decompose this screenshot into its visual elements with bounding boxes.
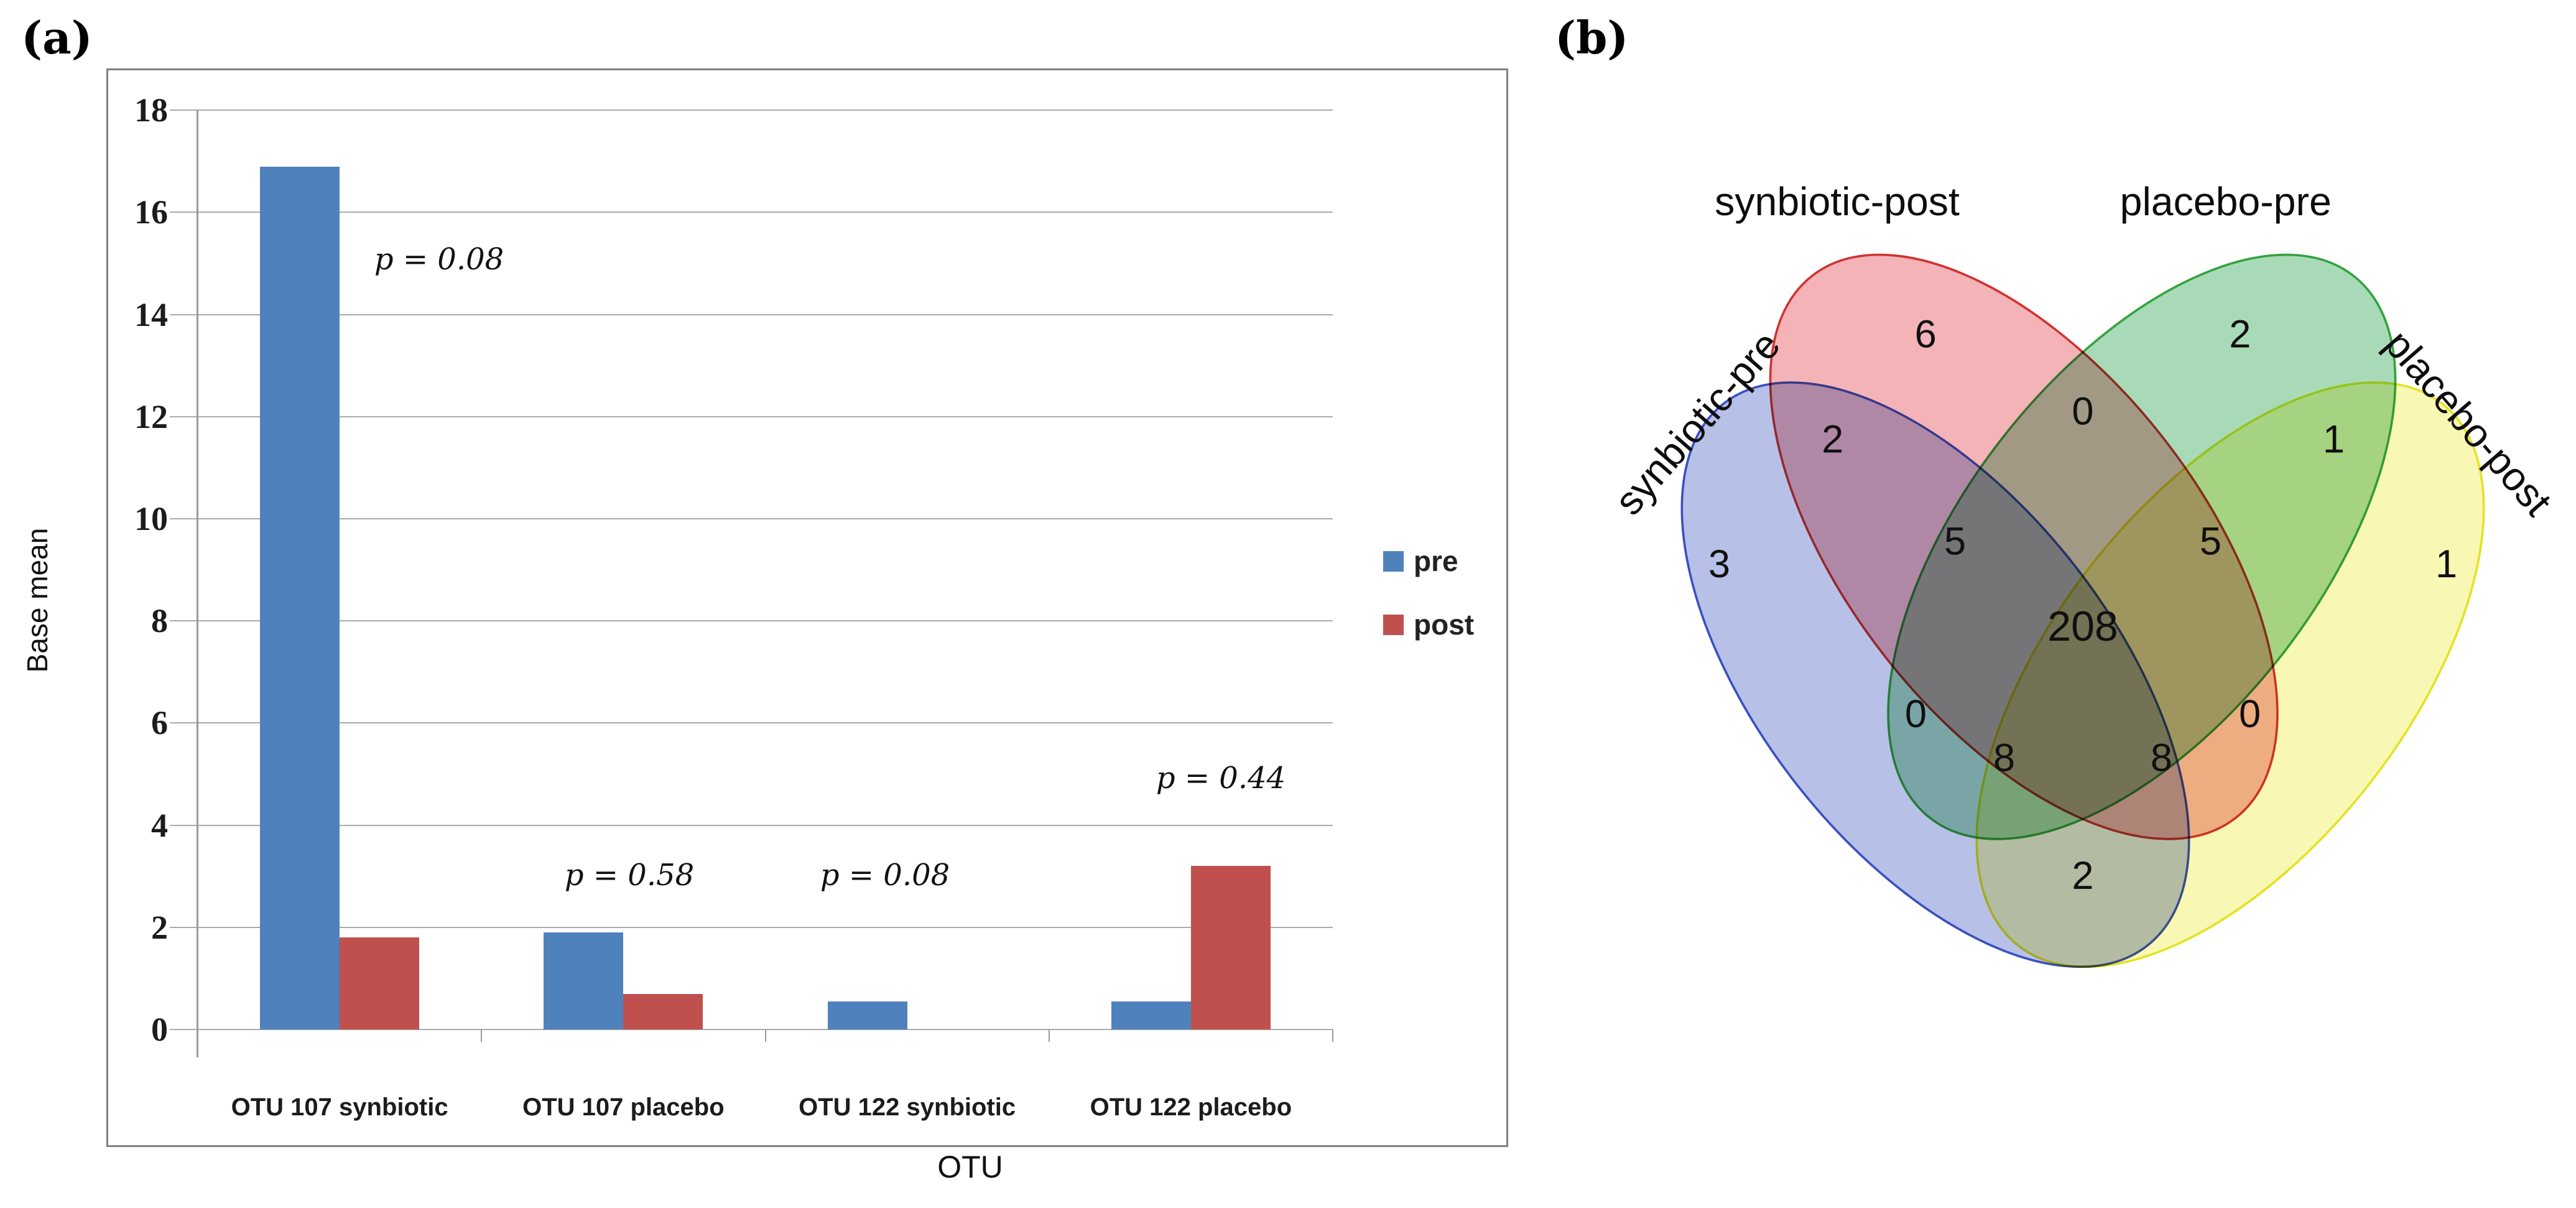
gridline bbox=[170, 722, 1333, 724]
y-tick-label: 16 bbox=[134, 193, 168, 231]
y-tick-label: 2 bbox=[151, 908, 168, 946]
y-tick-label: 4 bbox=[151, 806, 168, 844]
venn-ellipse-placebo-post bbox=[1975, 381, 2485, 969]
venn-count-synpre-synpost-plapre: 5 bbox=[1944, 520, 1966, 564]
x-category-label: OTU 107 placebo bbox=[522, 1094, 725, 1121]
x-category-label: OTU 122 synbiotic bbox=[799, 1094, 1016, 1121]
venn-count-placebo-post-only: 1 bbox=[2435, 542, 2457, 586]
y-tick-label: 10 bbox=[134, 500, 168, 537]
x-axis-tick bbox=[1048, 1029, 1050, 1042]
y-tick-label: 18 bbox=[134, 91, 168, 129]
venn-label-synbiotic-post: synbiotic-post bbox=[1715, 179, 1960, 224]
venn-count-synbiotic-pre-only: 3 bbox=[1708, 542, 1730, 586]
bar-post-3 bbox=[1190, 866, 1271, 1029]
gridline bbox=[170, 926, 1333, 928]
venn-count-synpost-plapost: 0 bbox=[2239, 692, 2261, 736]
bar-post-1 bbox=[623, 993, 703, 1029]
venn-count-synpre-synpost-plapost: 8 bbox=[2151, 736, 2172, 779]
p-value-annotation: p = 0.08 bbox=[820, 858, 950, 893]
panel-b-tag: (b) bbox=[1555, 11, 1629, 64]
venn-count-synpost-plapre: 0 bbox=[2072, 390, 2093, 434]
venn-count-synpre-plapre-plapost: 8 bbox=[1993, 736, 2015, 779]
p-value-annotation: p = 0.44 bbox=[1156, 761, 1286, 796]
venn-count-synpre-synpost: 2 bbox=[1822, 418, 1843, 462]
legend-label-post: post bbox=[1414, 608, 1475, 641]
panel-a-tag: (a) bbox=[21, 11, 93, 64]
x-axis-tick bbox=[481, 1029, 483, 1042]
gridline bbox=[170, 518, 1333, 519]
gridline bbox=[170, 416, 1333, 417]
bar-pre-3 bbox=[1111, 1001, 1191, 1029]
x-category-label: OTU 107 synbiotic bbox=[231, 1094, 448, 1121]
venn-diagram: synbiotic-post placebo-pre synbiotic-pre… bbox=[1606, 179, 2560, 969]
x-axis-tick bbox=[197, 1029, 198, 1042]
gridline bbox=[170, 211, 1333, 213]
venn-label-placebo-pre: placebo-pre bbox=[2120, 179, 2332, 224]
venn-count-synpre-plapost: 2 bbox=[2072, 854, 2093, 898]
venn-count-synpre-plapre: 0 bbox=[1905, 692, 1927, 736]
bar-pre-1 bbox=[544, 932, 624, 1029]
y-tick-label: 0 bbox=[151, 1011, 168, 1048]
legend-label-pre: pre bbox=[1414, 545, 1458, 577]
x-axis-tick bbox=[764, 1029, 766, 1042]
y-tick-label: 8 bbox=[151, 602, 168, 640]
legend-item-pre: pre bbox=[1383, 544, 1458, 578]
legend-item-post: post bbox=[1383, 608, 1474, 641]
y-tick-label: 12 bbox=[134, 397, 168, 435]
y-axis-title: Base mean bbox=[21, 527, 53, 673]
p-value-annotation: p = 0.08 bbox=[374, 242, 504, 277]
legend-swatch-pre bbox=[1383, 551, 1404, 572]
p-value-annotation: p = 0.58 bbox=[564, 858, 695, 893]
gridline bbox=[170, 314, 1333, 315]
x-category-label: OTU 122 placebo bbox=[1090, 1094, 1292, 1121]
y-tick-label: 14 bbox=[134, 295, 168, 333]
bar-pre-0 bbox=[260, 166, 340, 1029]
x-axis-title: OTU bbox=[937, 1150, 1003, 1184]
y-axis-line bbox=[197, 109, 198, 1057]
bar-post-0 bbox=[340, 937, 420, 1029]
venn-count-placebo-pre-only: 2 bbox=[2229, 313, 2251, 356]
venn-count-synbiotic-post-only: 6 bbox=[1915, 313, 1937, 356]
bar-pre-2 bbox=[827, 1001, 907, 1029]
venn-count-plapre-plapost: 1 bbox=[2323, 418, 2345, 462]
gridline bbox=[170, 1029, 1333, 1030]
y-tick-label: 6 bbox=[151, 704, 168, 742]
legend-swatch-post bbox=[1383, 614, 1404, 635]
venn-count-all-four: 208 bbox=[2047, 603, 2118, 650]
gridline bbox=[170, 109, 1333, 111]
x-axis-tick bbox=[1332, 1029, 1333, 1042]
gridline bbox=[170, 620, 1333, 622]
gridline bbox=[170, 824, 1333, 826]
venn-count-synpost-plapre-plapost: 5 bbox=[2200, 520, 2222, 564]
